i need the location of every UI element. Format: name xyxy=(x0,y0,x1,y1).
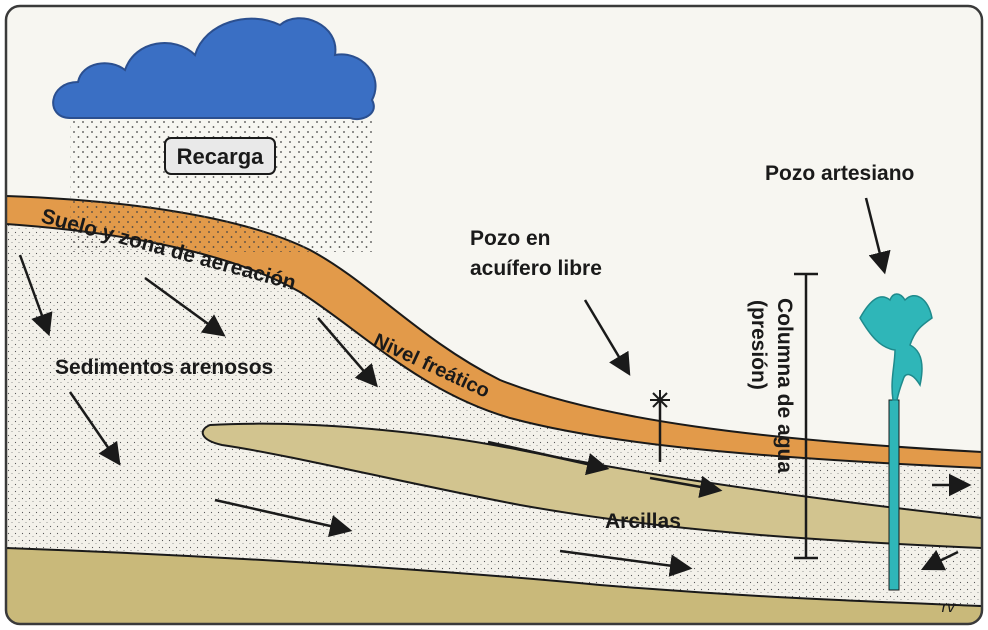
arrow-icon xyxy=(559,549,693,577)
water-column-label-line2: (presión) xyxy=(747,300,770,390)
rain-icon xyxy=(70,112,372,252)
arrow-icon xyxy=(920,550,959,571)
arrow-icon xyxy=(144,276,226,337)
arrow-icon xyxy=(214,498,353,538)
free-well-label-line2: acuífero libre xyxy=(470,257,602,280)
sediments-label: Sedimentos arenosos xyxy=(55,356,273,379)
water-column-label-line1: Columna de agua xyxy=(773,298,796,473)
arrow-icon xyxy=(864,197,891,275)
well-icon xyxy=(650,390,670,462)
arrow-icon xyxy=(68,391,121,466)
free-well-label-line1: Pozo en xyxy=(470,227,551,250)
recharge-label: Recarga xyxy=(177,144,265,169)
base-layer xyxy=(6,546,982,624)
artesian-well-label: Pozo artesiano xyxy=(765,162,914,185)
artesian-pipe xyxy=(888,399,900,591)
arrow-icon xyxy=(317,317,378,388)
arrow-icon xyxy=(18,254,53,337)
cloud-icon xyxy=(52,17,377,120)
flow-arrows xyxy=(18,197,972,577)
water-column-bracket xyxy=(794,272,818,560)
arrow-icon xyxy=(649,475,723,498)
arrow-icon xyxy=(583,299,631,376)
arrow-icon xyxy=(487,440,610,476)
signature: rv xyxy=(942,599,956,616)
clays-label: Arcillas xyxy=(605,510,681,533)
fountain-icon xyxy=(859,293,933,401)
